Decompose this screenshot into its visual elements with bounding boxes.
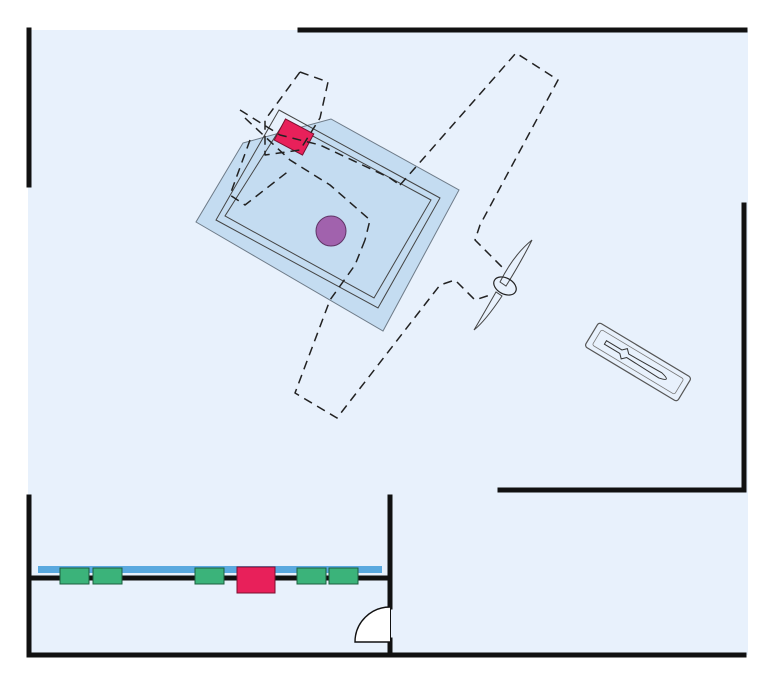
shelf-item-4 xyxy=(296,567,327,585)
missile-display-icon xyxy=(585,322,691,402)
door-swing-icon xyxy=(354,606,391,643)
aircraft-tail-plane xyxy=(229,139,291,206)
propeller-blade-lower xyxy=(473,291,503,331)
aircraft-wing-upper xyxy=(399,52,559,271)
shelf-item-5 xyxy=(328,567,359,585)
missile-body xyxy=(603,340,667,380)
propeller-icon xyxy=(473,239,533,331)
aircraft-display xyxy=(195,52,559,419)
aircraft-wing-lower xyxy=(294,239,491,419)
shelf-item-1 xyxy=(59,567,90,585)
missile-case-inner xyxy=(592,329,684,395)
shelf-item-3 xyxy=(194,567,225,585)
shelf-item-red xyxy=(236,566,276,594)
aircraft-fuselage-bottom xyxy=(244,117,371,241)
display-red-marker xyxy=(273,118,315,156)
display-purple-marker xyxy=(315,215,347,247)
propeller-spinner xyxy=(493,276,517,296)
platform-inner-border-outer xyxy=(215,109,441,309)
airplane-outline-icon xyxy=(229,52,559,419)
aircraft-fuselage-top xyxy=(239,109,401,186)
door-arc xyxy=(354,606,391,643)
shelf-item-2 xyxy=(92,567,123,585)
exhibit-shelf xyxy=(38,566,382,594)
missile-case-outer xyxy=(585,322,691,402)
propeller-blade-upper xyxy=(499,239,533,287)
